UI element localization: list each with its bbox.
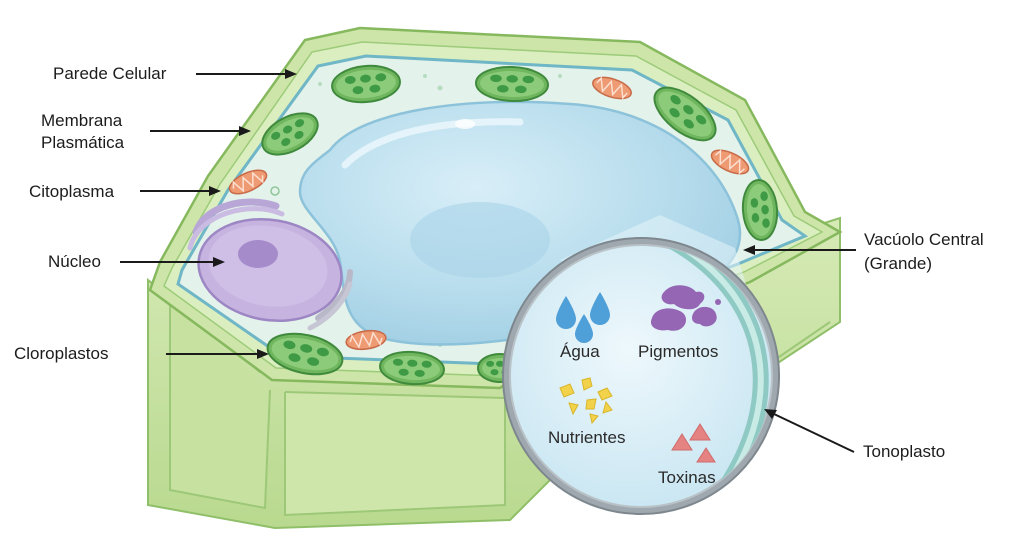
label-nucleo: Núcleo	[48, 252, 101, 271]
pigment-blob-icon	[650, 285, 721, 331]
chloroplast-icon	[653, 86, 717, 142]
vacuole-zoom-view: Água Pigmentos Nutrientes Toxinas	[502, 237, 780, 515]
chloroplast-icon	[475, 65, 549, 103]
mitochondrion-icon	[345, 329, 387, 351]
label-cloroplastos: Cloroplastos	[14, 344, 109, 363]
chloroplast-icon	[331, 64, 401, 104]
toxin-icon	[671, 423, 716, 463]
nutrient-icon	[559, 377, 613, 425]
chloroplast-icon	[379, 350, 445, 386]
label-citoplasma: Citoplasma	[29, 182, 115, 201]
label-vacuolo-line1: Vacúolo Central	[864, 230, 984, 249]
chloroplast-icon	[266, 332, 344, 376]
label-membrana-line1: Membrana	[41, 111, 123, 130]
label-tonoplasto: Tonoplasto	[863, 442, 946, 461]
nucleus	[187, 198, 353, 331]
mitochondrion-group	[228, 76, 750, 351]
zoom-label-nutrientes: Nutrientes	[548, 428, 625, 447]
label-parede-celular: Parede Celular	[53, 64, 167, 83]
zoom-label-pigmentos: Pigmentos	[638, 342, 718, 361]
label-membrana-line2: Plasmática	[41, 133, 125, 152]
mitochondrion-icon	[710, 149, 750, 175]
zoom-label-agua: Água	[560, 342, 600, 361]
mitochondrion-icon	[592, 76, 632, 100]
chloroplast-icon	[261, 112, 319, 156]
mitochondrion-icon	[228, 169, 268, 195]
chloroplast-icon	[741, 179, 779, 241]
zoom-label-toxinas: Toxinas	[658, 468, 716, 487]
label-vacuolo-line2: (Grande)	[864, 254, 933, 273]
water-drop-icon	[556, 292, 610, 343]
leader-lines	[120, 69, 856, 453]
